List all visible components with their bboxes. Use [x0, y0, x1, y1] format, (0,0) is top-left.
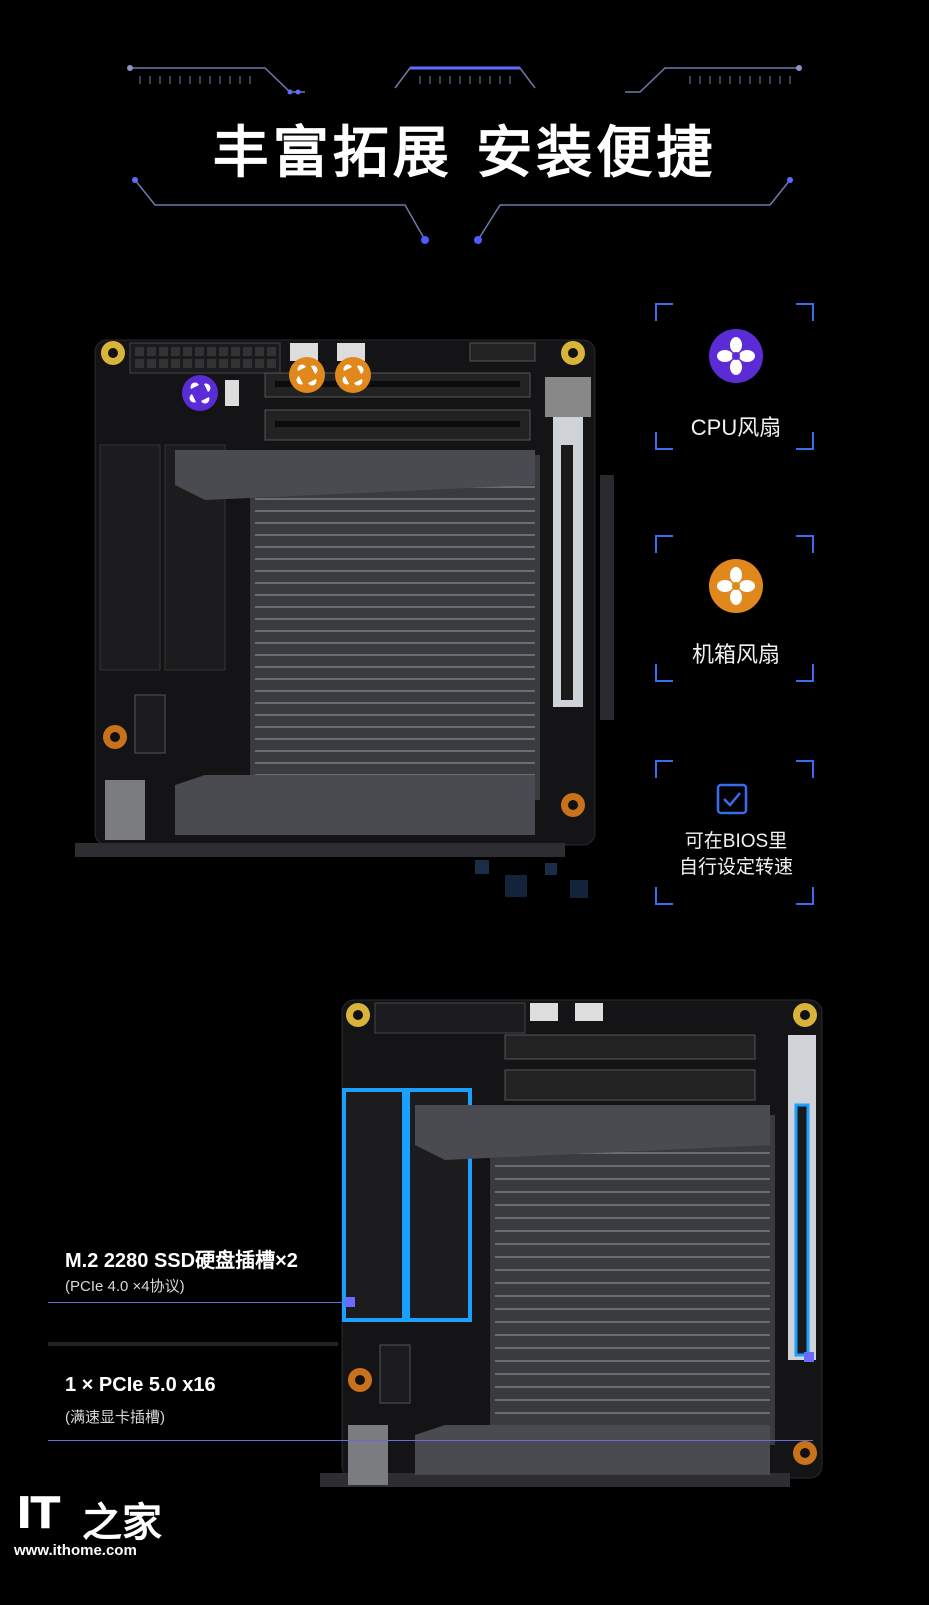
page-title: 丰富拓展 安装便捷 [212, 121, 717, 186]
bracket [655, 760, 673, 778]
header-frame [127, 65, 802, 244]
motherboard-image-top [75, 339, 614, 898]
bracket [796, 535, 814, 553]
spec-title-pcie: 1 × PCIe 5.0 x16 [65, 1374, 216, 1396]
callout-dot-m2 [345, 1297, 355, 1307]
bracket [655, 303, 673, 321]
callout-line-m2 [48, 1302, 348, 1303]
watermark-url: www.ithome.com [14, 1542, 137, 1559]
bracket [796, 664, 814, 682]
spec-subtitle-pcie: (满速显卡插槽) [65, 1409, 165, 1426]
bracket [655, 887, 673, 905]
fan-icon [709, 559, 763, 613]
motherboard-image-bottom [320, 999, 823, 1487]
callout-dot-pcie [804, 1352, 814, 1362]
spec-title-m2: M.2 2280 SSD硬盘插槽×2 [65, 1250, 298, 1272]
feature-label-bios-line2: 自行设定转速 [678, 857, 793, 878]
bracket [796, 760, 814, 778]
divider-line [48, 1342, 338, 1346]
bracket [655, 535, 673, 553]
fan-icon [709, 329, 763, 383]
bracket [796, 432, 814, 450]
brand-logo: IT [16, 1488, 60, 1539]
bracket [655, 432, 673, 450]
feature-label-cpu-fan: CPU风扇 [690, 415, 782, 440]
spec-subtitle-m2: (PCIe 4.0 ×4协议) [65, 1278, 185, 1295]
checkbox-icon [716, 783, 748, 815]
feature-label-bios-line1: 可在BIOS里 [684, 831, 788, 852]
callout-line-pcie [48, 1440, 813, 1441]
brand-logo-cn: 之家 [82, 1501, 162, 1545]
feature-label-case-fan: 机箱风扇 [691, 642, 780, 667]
bracket [655, 664, 673, 682]
bracket [796, 303, 814, 321]
bracket [796, 887, 814, 905]
